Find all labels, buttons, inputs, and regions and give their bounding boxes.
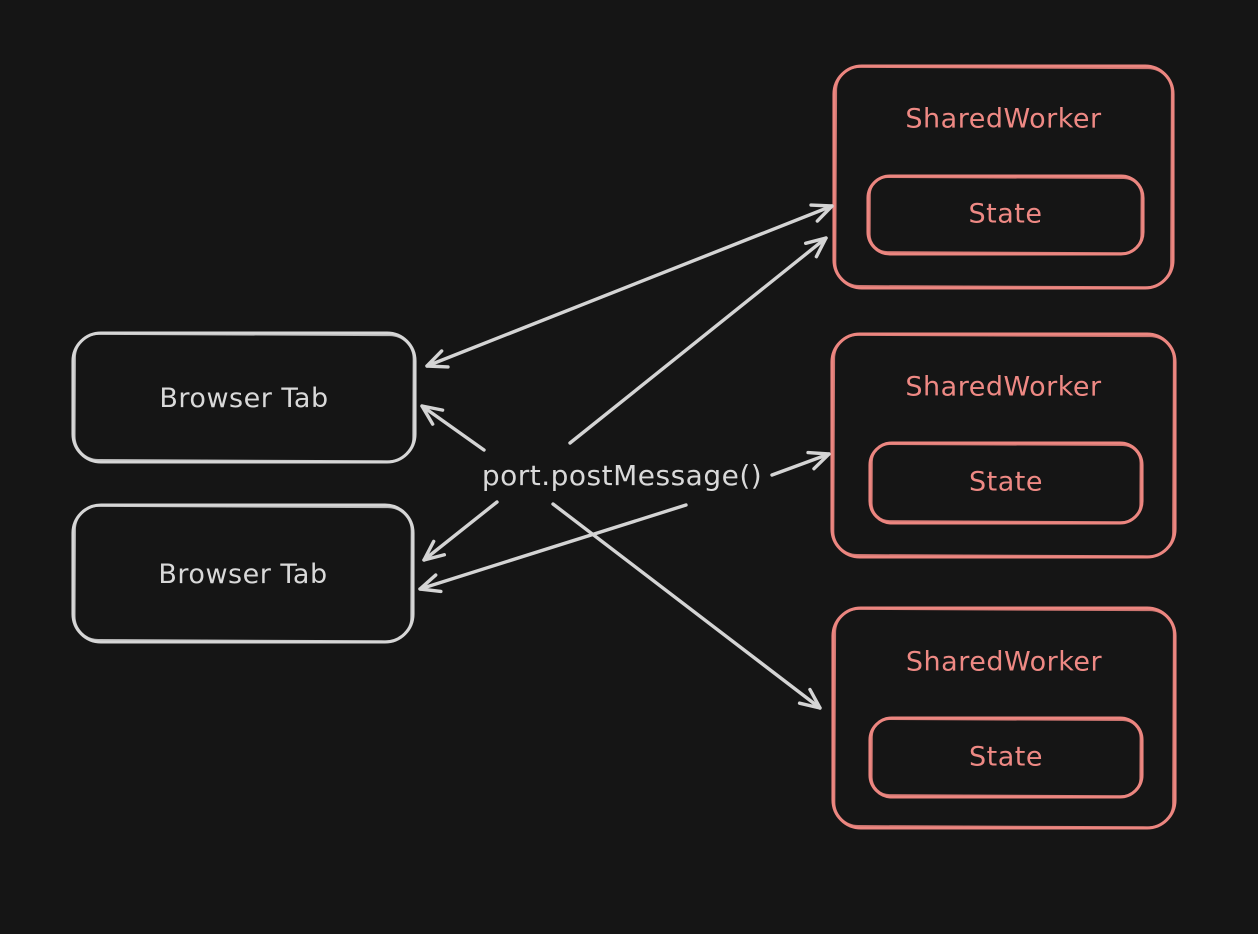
arrow-label-worker2 bbox=[770, 450, 831, 477]
box-outline-sketch bbox=[870, 717, 1142, 798]
arrowhead bbox=[418, 573, 443, 594]
box-outline-sketch bbox=[870, 442, 1142, 524]
box-outline bbox=[866, 174, 1145, 256]
arrowhead bbox=[806, 450, 831, 471]
box-outline-sketch bbox=[868, 175, 1143, 255]
box-outline bbox=[71, 503, 415, 644]
arrow-line bbox=[425, 204, 834, 368]
shared-worker-label: SharedWorker bbox=[905, 372, 1102, 403]
arrow-label-worker1 bbox=[568, 236, 828, 445]
arrow-line bbox=[420, 404, 486, 452]
arrow-line bbox=[551, 502, 822, 710]
state-label: State bbox=[969, 467, 1043, 498]
box-outline-sketch bbox=[833, 607, 1176, 829]
arrow-line bbox=[422, 500, 499, 562]
box-outline-sketch bbox=[73, 504, 413, 643]
state-label: State bbox=[969, 199, 1043, 230]
state-label: State bbox=[969, 742, 1043, 773]
browser-tab-1: Browser Tab bbox=[71, 331, 417, 464]
arrowhead bbox=[420, 404, 445, 426]
arrowhead bbox=[422, 539, 447, 562]
arrowhead bbox=[809, 203, 834, 223]
arrow-line bbox=[770, 452, 831, 477]
box-outline-sketch bbox=[73, 332, 415, 463]
box-outline bbox=[831, 606, 1177, 830]
box-outline bbox=[71, 331, 417, 464]
port-postmessage-label: port.postMessage() bbox=[482, 459, 762, 492]
arrow-line bbox=[568, 236, 828, 445]
arrow-label-worker3 bbox=[551, 502, 822, 710]
box-outline bbox=[832, 64, 1175, 290]
arrowhead bbox=[797, 687, 822, 710]
box-outline bbox=[868, 716, 1144, 799]
box-outline bbox=[868, 441, 1144, 525]
arrow-line bbox=[418, 503, 688, 591]
shared-worker-label: SharedWorker bbox=[905, 104, 1102, 135]
arrowhead bbox=[803, 236, 828, 259]
box-outline-sketch bbox=[832, 333, 1176, 558]
arrow-tab1-worker1 bbox=[425, 203, 834, 369]
arrow-label-tab2-a bbox=[422, 500, 499, 562]
browser-tab-label: Browser Tab bbox=[158, 559, 327, 590]
box-outline bbox=[830, 332, 1177, 559]
arrowhead bbox=[425, 349, 450, 369]
browser-tab-label: Browser Tab bbox=[159, 383, 328, 414]
browser-tab-2: Browser Tab bbox=[71, 503, 415, 644]
arrow-label-tab2-b bbox=[418, 503, 688, 594]
box-outline-sketch bbox=[834, 65, 1174, 289]
arrow-label-tab1 bbox=[420, 404, 486, 452]
shared-worker-label: SharedWorker bbox=[906, 647, 1103, 678]
